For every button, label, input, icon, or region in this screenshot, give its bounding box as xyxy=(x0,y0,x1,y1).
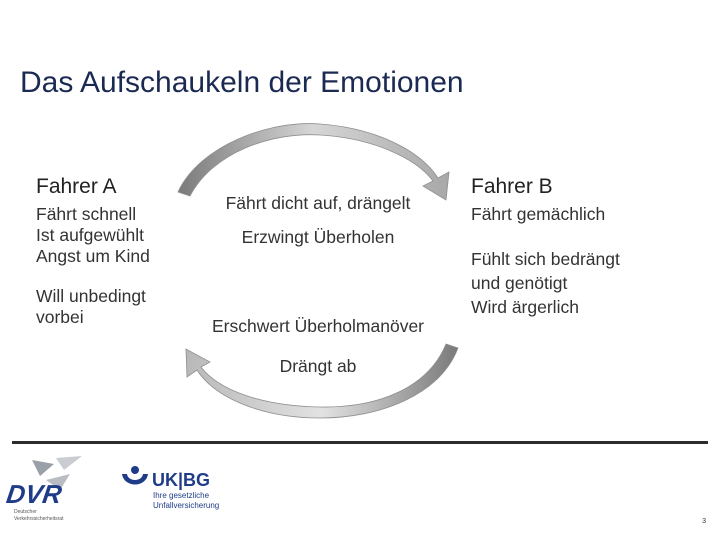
svg-text:Unfallversicherung: Unfallversicherung xyxy=(153,501,219,510)
svg-text:Ihre gesetzliche: Ihre gesetzliche xyxy=(153,491,210,500)
svg-text:Deutscher: Deutscher xyxy=(14,509,37,515)
center-top-line-2: Erzwingt Überholen xyxy=(241,227,395,247)
center-bottom-line-1: Erschwert Überholmanöver xyxy=(211,316,425,336)
center-bottom-line-2: Drängt ab xyxy=(279,356,357,376)
fahrer-b-heading: Fahrer B xyxy=(471,175,553,198)
fahrer-b-line: und genötigt xyxy=(471,273,568,293)
top-arc-arrow xyxy=(177,123,450,201)
bottom-arc-arrow xyxy=(185,343,459,419)
fahrer-a-line: Angst um Kind xyxy=(36,246,150,266)
fahrer-b-line: Fühlt sich bedrängt xyxy=(471,249,620,269)
fahrer-a-line: Will unbedingt xyxy=(36,286,146,306)
fahrer-a-heading: Fahrer A xyxy=(36,175,117,198)
ukbg-logo-text: UK|BG xyxy=(152,470,210,490)
fahrer-b-line: Wird ärgerlich xyxy=(471,297,579,317)
page-title: Das Aufschaukeln der Emotionen xyxy=(20,66,464,99)
page-number: 3 xyxy=(702,518,706,525)
footer-rule xyxy=(12,441,708,444)
fahrer-b-line: Fährt gemächlich xyxy=(471,204,606,224)
fahrer-a-line: vorbei xyxy=(36,307,84,327)
center-top-line-1: Fährt dicht auf, drängelt xyxy=(225,193,411,213)
dvr-logo-text: DVR xyxy=(5,479,64,509)
svg-text:Verkehrssicherheitsrat: Verkehrssicherheitsrat xyxy=(14,516,64,522)
fahrer-a-line: Ist aufgewühlt xyxy=(36,225,144,245)
fahrer-a-line: Fährt schnell xyxy=(36,204,137,224)
